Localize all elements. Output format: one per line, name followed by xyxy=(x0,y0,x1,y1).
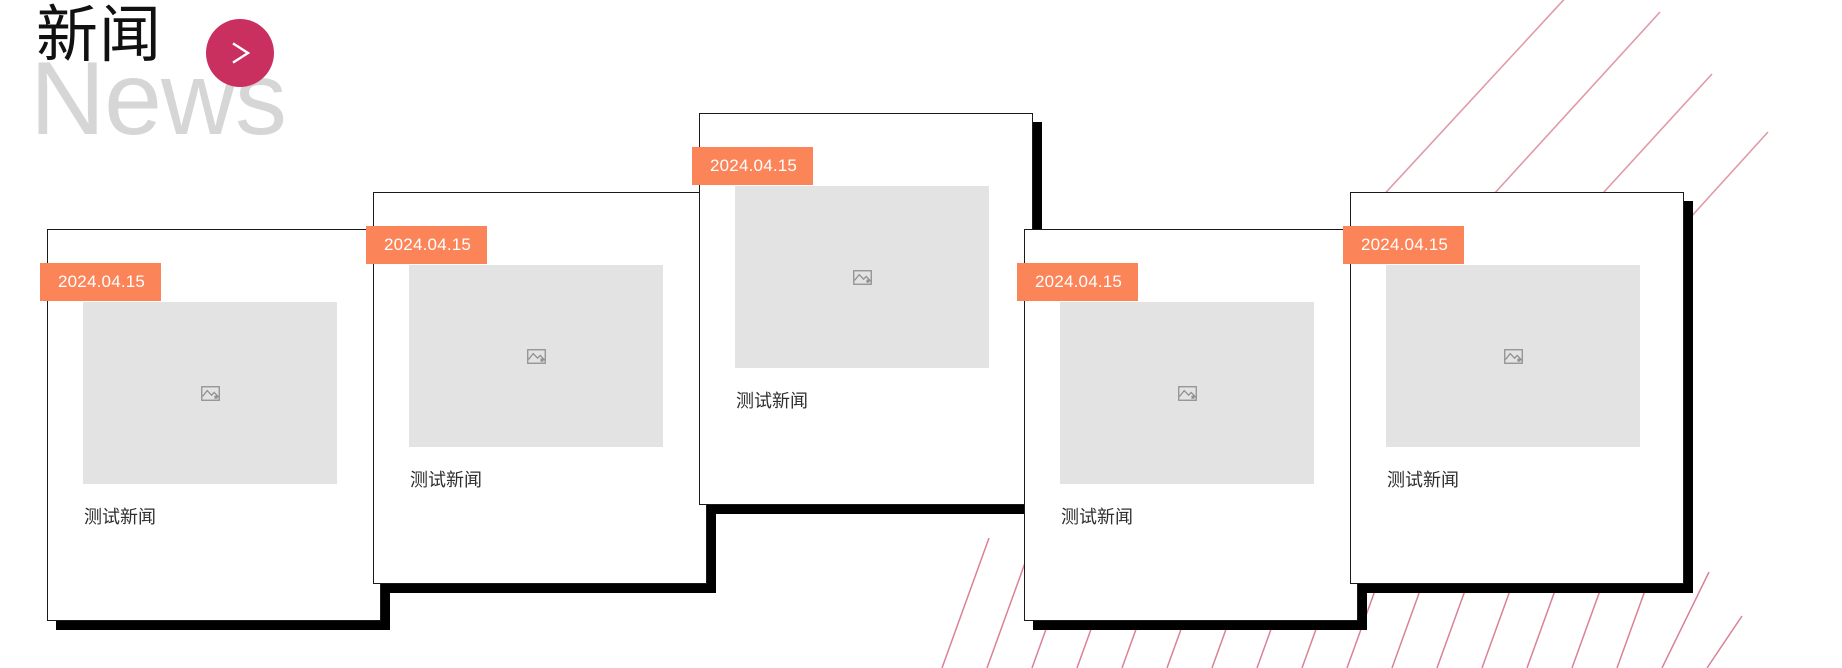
news-card[interactable]: 2024.04.15 测试新闻 xyxy=(366,192,707,584)
broken-image-icon xyxy=(526,348,546,364)
card-date-badge: 2024.04.15 xyxy=(366,226,488,264)
news-card[interactable]: 2024.04.15 测试新闻 xyxy=(1343,192,1684,584)
card-date-badge: 2024.04.15 xyxy=(1343,226,1465,264)
card-thumbnail xyxy=(735,186,989,368)
view-more-button[interactable] xyxy=(206,19,274,87)
card-title: 测试新闻 xyxy=(736,391,808,411)
news-card[interactable]: 2024.04.15 测试新闻 xyxy=(692,113,1033,505)
card-date-badge: 2024.04.15 xyxy=(692,147,814,185)
card-title: 测试新闻 xyxy=(84,507,156,527)
card-title: 测试新闻 xyxy=(1061,507,1133,527)
broken-image-icon xyxy=(1177,385,1197,401)
news-card[interactable]: 2024.04.15 测试新闻 xyxy=(40,229,381,621)
card-date-badge: 2024.04.15 xyxy=(1017,263,1139,301)
broken-image-icon xyxy=(852,269,872,285)
broken-image-icon xyxy=(200,385,220,401)
card-date-badge: 2024.04.15 xyxy=(40,263,162,301)
news-card[interactable]: 2024.04.15 测试新闻 xyxy=(1017,229,1358,621)
broken-image-icon xyxy=(1503,348,1523,364)
card-thumbnail xyxy=(409,265,663,447)
section-heading: News 新闻 xyxy=(0,0,560,160)
card-title: 测试新闻 xyxy=(1387,470,1459,490)
card-title: 测试新闻 xyxy=(410,470,482,490)
card-thumbnail xyxy=(83,302,337,484)
chevron-right-icon xyxy=(225,38,255,68)
card-thumbnail xyxy=(1386,265,1640,447)
card-thumbnail xyxy=(1060,302,1314,484)
section-title-cn: 新闻 xyxy=(36,1,163,70)
